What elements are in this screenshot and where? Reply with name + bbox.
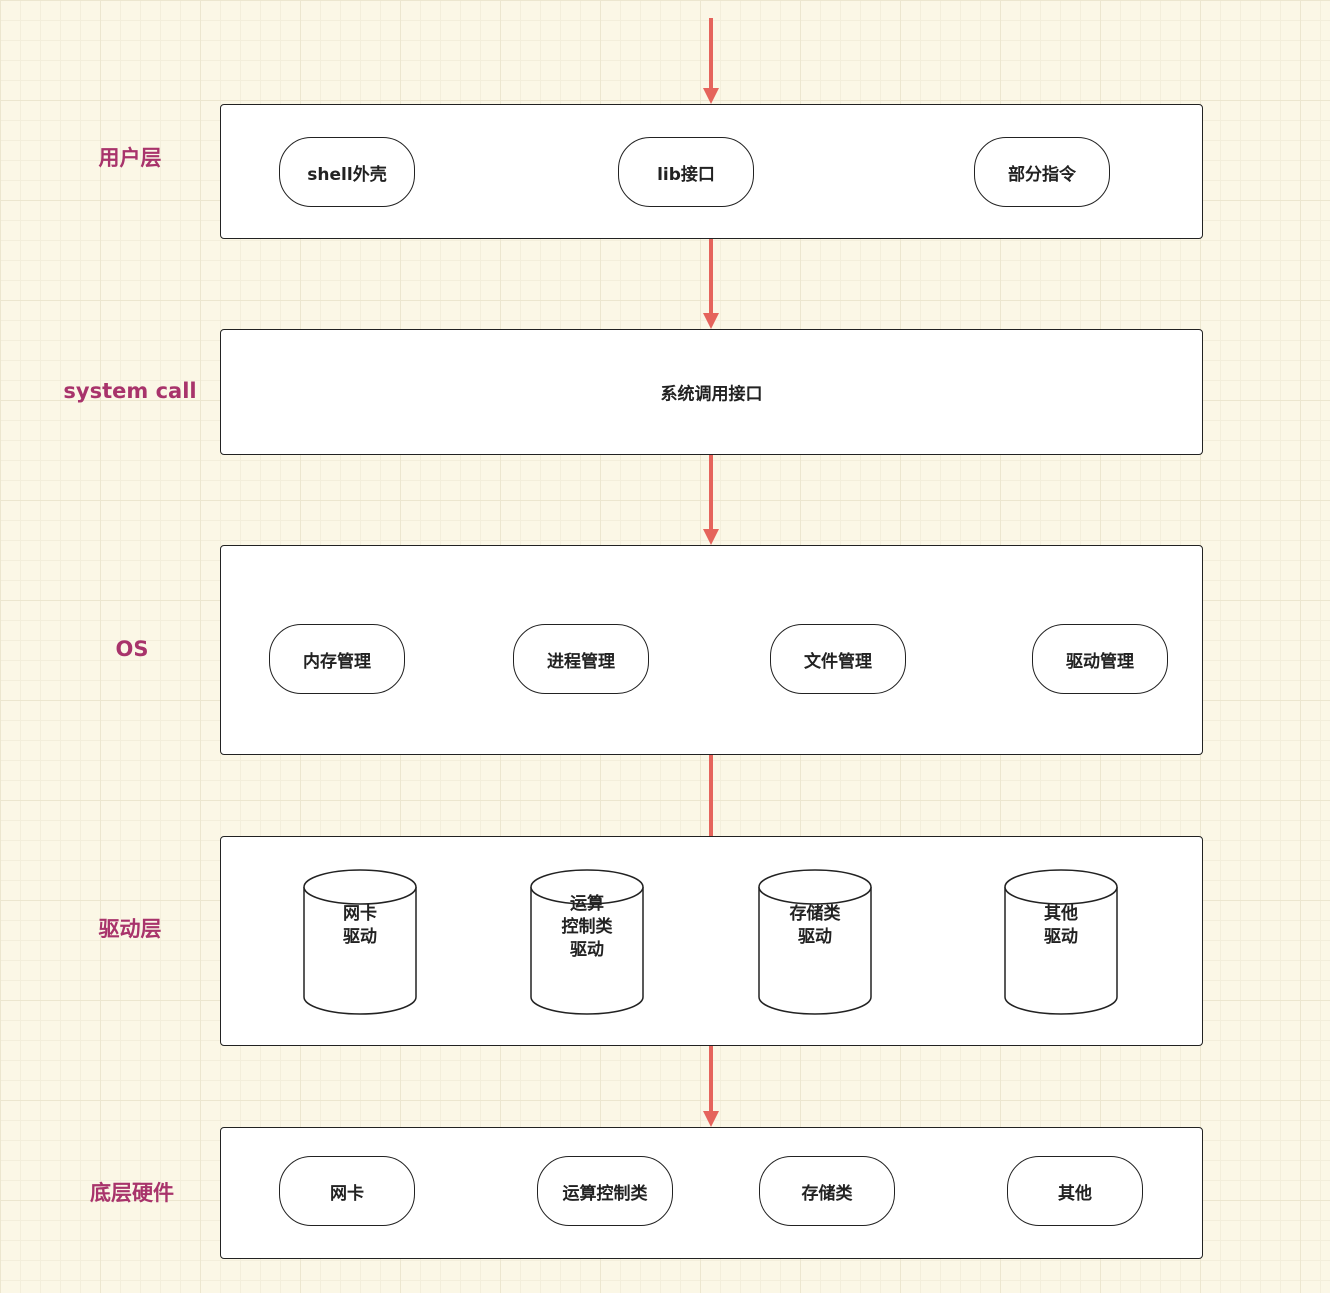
compute-driver-line-2: 控制类 [561,917,613,937]
other-hardware-node: 其他 [1007,1156,1143,1226]
compute-driver-line-1: 运算 [570,894,604,914]
other-driver-line-2: 驱动 [1044,927,1078,947]
storage-driver-line-1: 存储类 [789,904,841,924]
driver-layer-label: 驱动层 [98,917,162,941]
flow-arrow-user-to-syscall [703,239,719,329]
storage-hardware-node: 存储类 [759,1156,895,1226]
nic-hardware-node: 网卡 [279,1156,415,1226]
partial-commands-node: 部分指令 [974,137,1110,207]
shell-node: shell外壳 [279,137,415,207]
nic-driver-cylinder: 网卡驱动 [303,869,417,1015]
user-layer-label: 用户层 [98,146,162,170]
syscall-interface-text: 系统调用接口 [660,384,763,405]
flow-arrow-top [703,18,719,104]
user-layer: shell外壳 lib接口 部分指令 [220,104,1203,239]
process-management-node: 进程管理 [513,624,649,694]
compute-control-hardware-node: 运算控制类 [537,1156,673,1226]
driver-management-node: 驱动管理 [1032,624,1168,694]
driver-layer: 网卡驱动 运算控制类驱动 存储类驱动 其他驱动 [220,836,1203,1046]
hardware-layer: 网卡 运算控制类 存储类 其他 [220,1127,1203,1259]
syscall-layer: 系统调用接口 [220,329,1203,455]
syscall-layer-label: system call [63,379,197,403]
os-layer: 内存管理 进程管理 文件管理 驱动管理 [220,545,1203,755]
storage-driver-line-2: 驱动 [798,927,832,947]
memory-management-node: 内存管理 [269,624,405,694]
os-layer-label: OS [115,637,149,661]
storage-driver-cylinder: 存储类驱动 [758,869,872,1015]
compute-control-driver-cylinder: 运算控制类驱动 [530,869,644,1015]
other-driver-line-1: 其他 [1044,904,1078,924]
flow-arrow-syscall-to-os [703,455,719,545]
flow-arrow-driver-to-hardware [703,1046,719,1127]
nic-driver-line-2: 驱动 [343,927,377,947]
file-management-node: 文件管理 [770,624,906,694]
other-driver-cylinder: 其他驱动 [1004,869,1118,1015]
lib-interface-node: lib接口 [618,137,754,207]
nic-driver-line-1: 网卡 [343,904,377,924]
hardware-layer-label: 底层硬件 [90,1181,174,1205]
compute-driver-line-3: 驱动 [570,940,604,960]
